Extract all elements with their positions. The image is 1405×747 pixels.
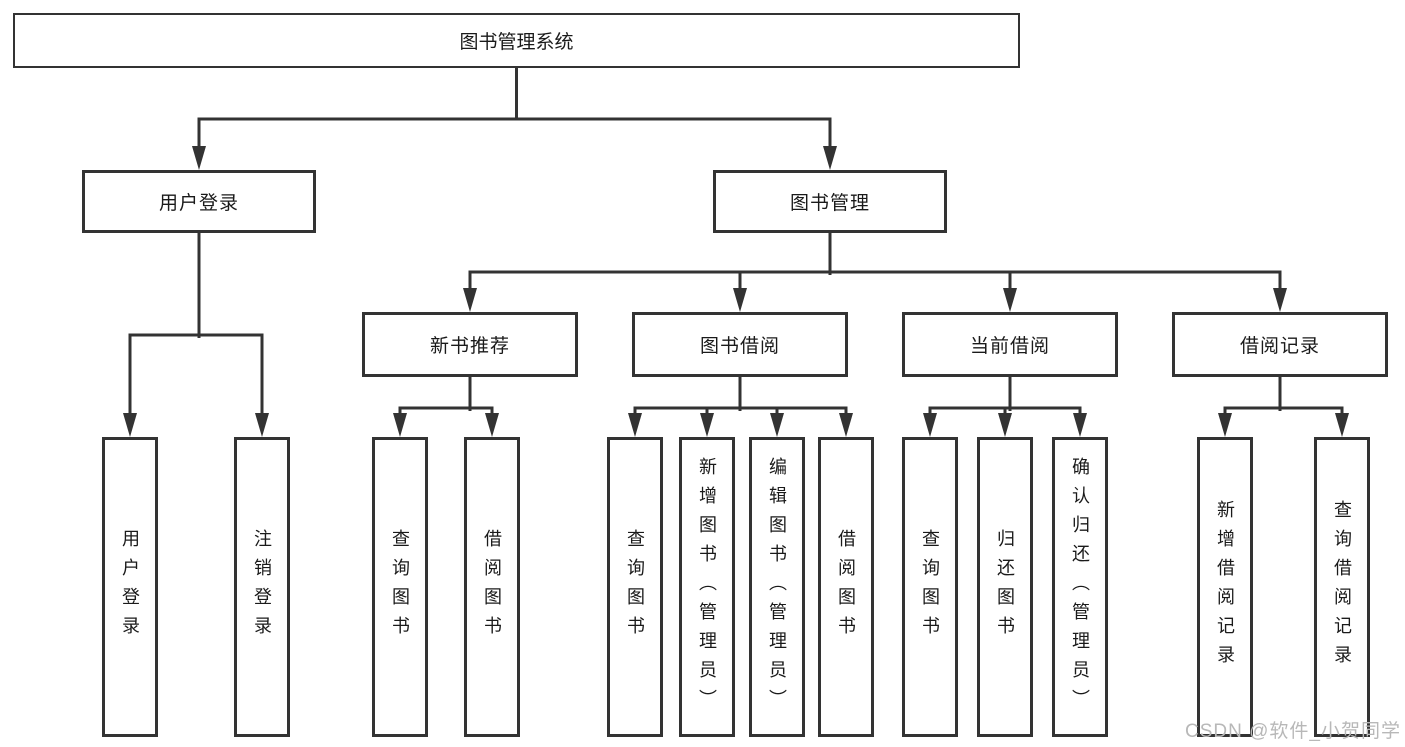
node-user-login-label: 用户登录 <box>158 193 239 214</box>
leaf-borrow-add-book: 新增图书（管理员） <box>679 437 735 737</box>
leaf-records-query: 查询借阅记录 <box>1314 437 1370 737</box>
csdn-watermark: CSDN @软件_小贺同学 <box>1185 721 1401 742</box>
leaf-borrow-add-book-label: 新增图书（管理员） <box>697 456 717 718</box>
node-root-system: 图书管理系统 <box>13 13 1020 68</box>
node-current-borrowing: 当前借阅 <box>902 312 1118 377</box>
leaf-borrow-edit-book: 编辑图书（管理员） <box>749 437 805 737</box>
node-borrowing-records-label: 借阅记录 <box>1239 336 1320 357</box>
leaf-borrow-query: 查询图书 <box>607 437 663 737</box>
leaf-current-return: 归还图书 <box>977 437 1033 737</box>
leaf-records-add-label: 新增借阅记录 <box>1215 500 1235 674</box>
node-book-borrowing-label: 图书借阅 <box>699 336 780 357</box>
node-root-label: 图书管理系统 <box>459 32 574 53</box>
leaf-borrow-borrow-book-label: 借阅图书 <box>836 529 856 645</box>
leaf-borrow-borrow-book: 借阅图书 <box>818 437 874 737</box>
leaf-current-return-label: 归还图书 <box>995 529 1015 645</box>
leaf-current-confirm-return-label: 确认归还（管理员） <box>1070 456 1090 718</box>
leaf-newbook-query: 查询图书 <box>372 437 428 737</box>
leaf-current-query: 查询图书 <box>902 437 958 737</box>
node-book-management-label: 图书管理 <box>789 193 870 214</box>
leaf-newbook-borrow-label: 借阅图书 <box>482 529 502 645</box>
node-user-login: 用户登录 <box>82 170 316 233</box>
leaf-records-query-label: 查询借阅记录 <box>1332 500 1352 674</box>
node-new-book-recommend: 新书推荐 <box>362 312 578 377</box>
leaf-newbook-borrow: 借阅图书 <box>464 437 520 737</box>
leaf-newbook-query-label: 查询图书 <box>390 529 410 645</box>
leaf-current-query-label: 查询图书 <box>920 529 940 645</box>
node-borrowing-records: 借阅记录 <box>1172 312 1388 377</box>
leaf-current-confirm-return: 确认归还（管理员） <box>1052 437 1108 737</box>
node-book-management: 图书管理 <box>713 170 947 233</box>
node-current-borrowing-label: 当前借阅 <box>969 336 1050 357</box>
leaf-user-login-label: 用户登录 <box>120 529 140 645</box>
node-book-borrowing: 图书借阅 <box>632 312 848 377</box>
leaf-borrow-query-label: 查询图书 <box>625 529 645 645</box>
leaf-logout: 注销登录 <box>234 437 290 737</box>
leaf-logout-label: 注销登录 <box>252 529 272 645</box>
node-new-book-recommend-label: 新书推荐 <box>429 336 510 357</box>
leaf-records-add: 新增借阅记录 <box>1197 437 1253 737</box>
leaf-borrow-edit-book-label: 编辑图书（管理员） <box>767 456 787 718</box>
leaf-user-login: 用户登录 <box>102 437 158 737</box>
